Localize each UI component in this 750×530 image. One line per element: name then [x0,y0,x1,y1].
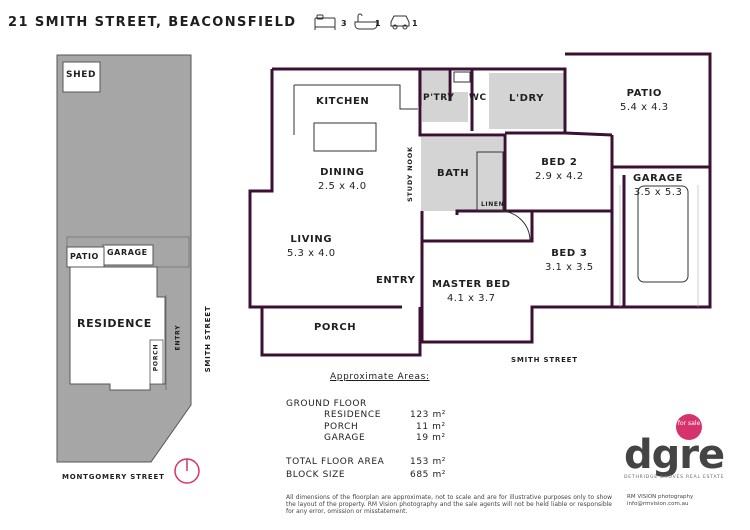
room-bath-name: BATH [437,168,470,179]
room-bed2-name: BED 2 [541,157,578,168]
room-linen: LINEN [481,201,505,208]
room-laundry: L'DRY [509,93,544,104]
room-study-nook: STUDY NOOK [406,146,414,202]
room-entry: ENTRY [376,275,416,286]
site-garage-label: GARAGE [107,248,148,257]
bath-count: 1 [375,19,381,28]
site-entry-label: ENTRY [174,324,182,351]
area-porch-label: PORCH [324,422,359,432]
room-living-name: LIVING [290,234,333,245]
room-bed2: BED 2 2.9 x 4.2 [535,157,584,182]
room-bed2-dim: 2.9 x 4.2 [535,171,584,182]
room-patio: PATIO 5.4 x 4.3 [620,88,669,113]
bed-count: 3 [341,19,347,28]
area-porch-value: 11 m² [416,422,446,432]
area-total-value: 153 m² [410,457,447,467]
room-dining-name: DINING [320,167,365,178]
credit-line-1: RM VISION photography [627,494,694,500]
property-address: 21 SMITH STREET, BEACONSFIELD [8,15,297,30]
room-garage-name: GARAGE [633,173,684,184]
room-porch: PORCH [314,322,356,333]
room-dining-dim: 2.5 x 4.0 [318,181,367,192]
room-garage-dim: 3.5 x 5.3 [633,187,683,198]
room-pantry-name: P'TRY [423,93,455,103]
agency-logo: dgre [624,432,725,478]
north-arrow-icon [174,458,200,484]
room-bed3-dim: 3.1 x 3.5 [545,262,594,273]
areas-ground-floor: GROUND FLOOR [286,399,367,409]
bath-icon [354,13,378,30]
room-living: LIVING 5.3 x 4.0 [287,234,336,259]
area-garage-value: 19 m² [416,433,446,443]
floor-plan [248,52,712,357]
area-total-label: TOTAL FLOOR AREA [286,457,385,467]
room-kitchen-name: KITCHEN [316,96,370,107]
room-bath: BATH [437,168,469,179]
bed-icon [314,14,336,30]
site-patio-label: PATIO [70,252,99,261]
area-block-label: BLOCK SIZE [286,470,346,480]
area-residence-label: RESIDENCE [324,410,382,420]
area-block-value: 685 m² [410,470,447,480]
room-wc-name: WC [469,93,487,103]
site-plan [56,54,192,463]
site-porch-label: PORCH [152,343,160,372]
disclaimer-text: All dimensions of the floorplan are appr… [286,494,612,515]
room-bed3-name: BED 3 [551,248,588,259]
room-garage: GARAGE 3.5 x 5.3 [633,173,683,198]
car-icon [390,15,410,30]
credit-line-2: info@rmvision.com.au [627,501,689,507]
room-kitchen: KITCHEN [316,96,369,107]
room-master-dim: 4.1 x 3.7 [446,293,496,304]
feature-icons [314,13,410,30]
room-wc: WC [469,93,487,103]
site-street-bottom: MONTGOMERY STREET [62,473,165,481]
room-porch-name: PORCH [314,322,357,333]
car-count: 1 [412,19,418,28]
agency-tagline: DETHRIDGE GROVES REAL ESTATE [624,475,725,480]
area-garage-label: GARAGE [324,433,366,443]
room-living-dim: 5.3 x 4.0 [287,248,336,259]
room-bed3: BED 3 3.1 x 3.5 [545,248,594,273]
for-sale-badge: for sale [676,414,702,440]
room-master: MASTER BED 4.1 x 3.7 [432,279,510,304]
site-street-side: SMITH STREET [204,305,212,373]
site-residence-label: RESIDENCE [77,317,152,330]
areas-title: Approximate Areas: [330,372,430,382]
area-residence-value: 123 m² [410,410,447,420]
photographer-credit: RM VISION photography info@rmvision.com.… [627,494,693,508]
room-dining: DINING 2.5 x 4.0 [318,167,367,192]
room-patio-name: PATIO [626,88,662,99]
floorplan-street-label: SMITH STREET [511,356,578,364]
room-master-name: MASTER BED [432,279,511,290]
site-shed-label: SHED [66,70,97,80]
room-laundry-name: L'DRY [509,93,545,104]
room-pantry: P'TRY [423,93,454,103]
room-patio-dim: 5.4 x 4.3 [620,102,669,113]
